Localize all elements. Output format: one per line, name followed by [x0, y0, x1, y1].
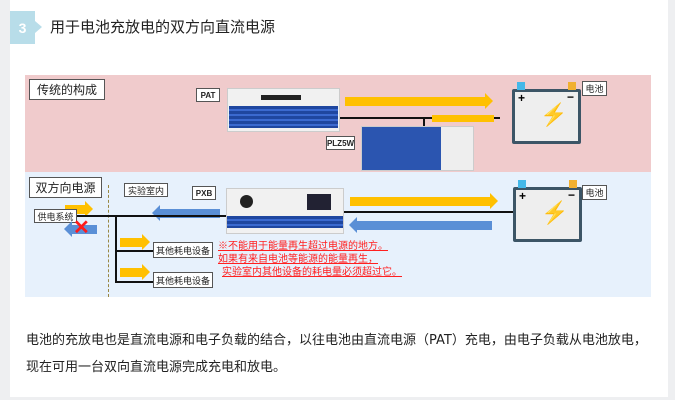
wire: [60, 215, 226, 217]
battery-icon: +−⚡: [513, 180, 582, 242]
regen-arrow: [152, 205, 220, 221]
discharge-arrow: [432, 115, 494, 122]
description-paragraph: 电池的充放电也是直流电源和电子负载的结合，以往电池由直流电源（PAT）充电，由电…: [26, 333, 647, 375]
wire: [115, 250, 153, 252]
section-number-badge: 3: [10, 11, 42, 44]
pat-label: PAT: [196, 88, 220, 102]
charge-arrow: [345, 93, 493, 109]
pat-device-image: [227, 88, 340, 132]
lab-boundary-line: [108, 185, 109, 297]
plz5w-label: PLZ5W: [326, 136, 355, 150]
pxb-device-image: [226, 188, 344, 234]
warning-line: 实验室内其他设备的耗电量必须超过它。: [222, 267, 402, 278]
wire: [340, 117, 500, 119]
warning-note: ※不能用于能量再生超过电源的地方。 如果有来自电池等能源的能量再生， 实验室内其…: [218, 240, 402, 279]
warning-line: 如果有来自电池等能源的能量再生，: [218, 254, 378, 265]
wire: [115, 215, 117, 282]
grid-label: 供电系统: [34, 209, 77, 223]
lab-label: 实验室内: [124, 183, 168, 197]
blocked-regen-arrow: [64, 221, 97, 237]
plz5w-device-image: [361, 126, 474, 171]
traditional-label: 传统的构成: [29, 79, 105, 100]
load-label: 其他耗电设备: [153, 242, 213, 258]
battery-label: 电池: [582, 81, 607, 96]
wire: [344, 211, 514, 213]
load-label: 其他耗电设备: [153, 272, 213, 288]
cross-icon: ✕: [73, 217, 90, 239]
bidirectional-label: 双方向电源: [29, 177, 102, 198]
section-title: 用于电池充放电的双方向直流电源: [50, 18, 276, 36]
battery-icon: +−⚡: [512, 82, 581, 144]
discharge-arrow: [349, 217, 492, 233]
warning-line: ※不能用于能量再生超过电源的地方。: [218, 241, 388, 252]
pxb-label: PXB: [192, 186, 216, 200]
battery-label: 电池: [582, 185, 607, 200]
charge-arrow: [350, 193, 498, 209]
load-arrow: [120, 264, 150, 280]
load-arrow: [120, 234, 150, 250]
wire: [115, 281, 153, 283]
